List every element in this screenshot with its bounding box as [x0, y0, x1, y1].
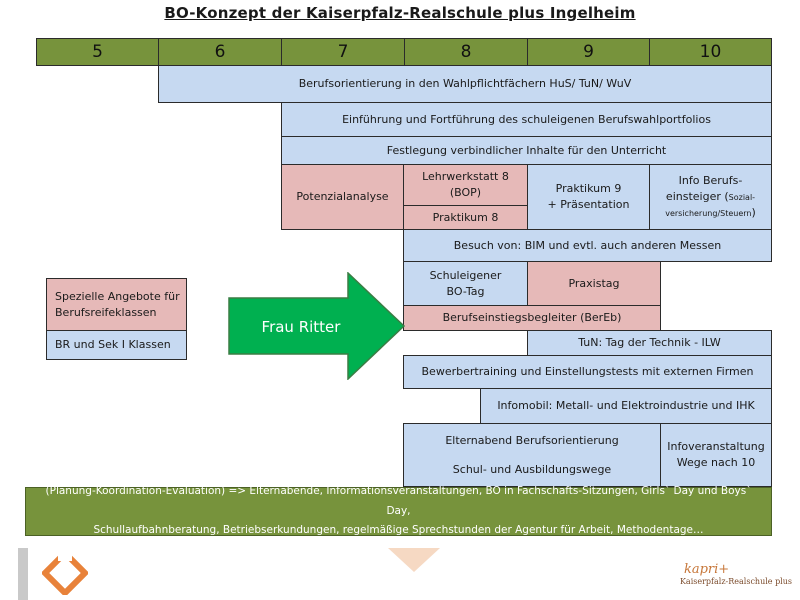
potenzialanalyse-block: Potenzialanalyse	[281, 164, 404, 230]
page-title: BO-Konzept der Kaiserpfalz-Realschule pl…	[164, 4, 636, 22]
bereb-label: Berufseinstiegsbegleiter (BerEb)	[442, 311, 622, 325]
bo-tag-block: Schuleigener BO-Tag	[403, 261, 528, 306]
info-small-1: Sozial-	[728, 193, 756, 203]
portfolio-block: Einführung und Fortführung des schuleige…	[281, 102, 772, 137]
info-close: )	[751, 205, 756, 219]
lehrwerkstatt-block: Lehrwerkstatt 8 (BOP)	[403, 164, 528, 206]
besuch-label: Besuch von: BIM und evtl. auch anderen M…	[453, 238, 722, 252]
besuch-block: Besuch von: BIM und evtl. auch anderen M…	[403, 229, 772, 262]
br-sek-label: BR und Sek I Klassen	[55, 338, 171, 352]
elternabend-block: Elternabend Berufsorientierung Schul- un…	[403, 423, 661, 487]
arrow-shape	[228, 272, 406, 380]
info-berufseinsteiger-block: Info Berufs- einsteiger (Sozial- versich…	[649, 164, 772, 230]
praktikum8-block: Praktikum 8	[403, 205, 528, 230]
bewerbertraining-block: Bewerbertraining und Einstellungstests m…	[403, 355, 772, 389]
footer-diamond-icon	[42, 551, 88, 595]
festlegung-block: Festlegung verbindlicher Inhalte für den…	[281, 136, 772, 165]
wahlpflicht-label: Berufsorientierung in den Wahlpflichtfäc…	[298, 77, 632, 91]
grade-10-cell: 10	[649, 38, 772, 66]
praxistag-label: Praxistag	[568, 276, 620, 290]
info-line2: einsteiger (Sozial-	[666, 189, 755, 205]
praxistag-block: Praxistag	[527, 261, 661, 306]
praktikum8-label: Praktikum 8	[432, 210, 499, 224]
grade-6-cell: 6	[158, 38, 282, 66]
bo-tag-line2: BO-Tag	[446, 284, 485, 298]
infomobil-block: Infomobil: Metall- und Elektroindustrie …	[480, 388, 772, 424]
tun-block: TuN: Tag der Technik - ILW	[527, 330, 772, 356]
grade-7-cell: 7	[281, 38, 405, 66]
frau-ritter-arrow: Frau Ritter	[228, 272, 406, 380]
infoveranstaltung-line2: Wege nach 10	[676, 456, 756, 469]
praktikum9-block: Praktikum 9 + Präsentation	[527, 164, 650, 230]
info-line3: versicherung/Steuern)	[665, 205, 756, 221]
spezielle-angebote-block: Spezielle Angebote für Berufsreifeklasse…	[46, 278, 187, 331]
grade-9-cell: 9	[527, 38, 650, 66]
grade-8-cell: 8	[404, 38, 528, 66]
footer-chevron-icon	[388, 548, 440, 572]
br-sek-block: BR und Sek I Klassen	[46, 330, 187, 360]
footer-stripe	[18, 548, 28, 600]
info-line1: Info Berufs-	[678, 174, 743, 188]
lehrwerkstatt-line1: Lehrwerkstatt 8	[422, 170, 509, 184]
portfolio-label: Einführung und Fortführung des schuleige…	[342, 112, 711, 126]
potenzialanalyse-label: Potenzialanalyse	[296, 190, 389, 204]
wahlpflicht-block: Berufsorientierung in den Wahlpflichtfäc…	[158, 65, 772, 103]
infoveranstaltung-line1: Infoveranstaltung	[667, 440, 765, 454]
praktikum9-line2: + Präsentation	[547, 198, 630, 211]
elternabend-line2: Schul- und Ausbildungswege	[452, 462, 612, 476]
footer-logo-sub: Kaiserpfalz-Realschule plus	[679, 577, 792, 586]
spezielle-line2: Berufsreifeklassen	[55, 305, 157, 319]
arrow-label: Frau Ritter	[262, 318, 342, 336]
elternabend-line1: Elternabend Berufsorientierung	[445, 433, 619, 447]
praktikum9-line1: Praktikum 9	[555, 182, 622, 196]
info-line2-text: einsteiger (	[665, 190, 729, 204]
infoveranstaltung-block: Infoveranstaltung Wege nach 10	[660, 423, 772, 487]
footer-logo-main: kapri+	[683, 562, 730, 577]
tun-label: TuN: Tag der Technik - ILW	[578, 336, 721, 350]
bewerbertraining-label: Bewerbertraining und Einstellungstests m…	[421, 365, 754, 379]
grade-5-cell: 5	[36, 38, 159, 66]
spezielle-line1: Spezielle Angebote für	[55, 289, 180, 303]
summary-line2: Schullaufbahnberatung, Betriebserkundung…	[93, 524, 704, 537]
summary-line1: (Planung-Koordination-Evaluation) => Elt…	[45, 484, 752, 517]
infomobil-label: Infomobil: Metall- und Elektroindustrie …	[497, 399, 755, 413]
summary-block: (Planung-Koordination-Evaluation) => Elt…	[25, 485, 772, 536]
footer-logo: kapri+ Kaiserpfalz-Realschule plus	[680, 562, 792, 586]
info-small-2: versicherung/Steuern	[665, 208, 752, 218]
festlegung-label: Festlegung verbindlicher Inhalte für den…	[386, 143, 667, 157]
lehrwerkstatt-line2: (BOP)	[449, 186, 482, 199]
bo-tag-line1: Schuleigener	[429, 268, 502, 282]
bereb-block: Berufseinstiegsbegleiter (BerEb)	[403, 305, 661, 331]
